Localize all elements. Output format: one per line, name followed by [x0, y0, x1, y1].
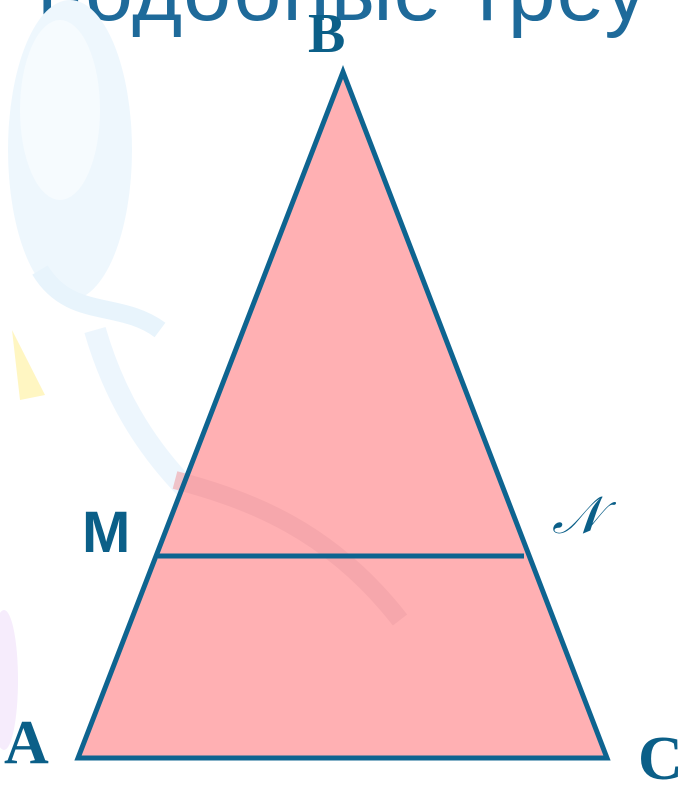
balloon-shape-2 — [0, 610, 18, 750]
triangle-abc — [78, 72, 607, 758]
triangle-outline — [74, 65, 611, 761]
vertex-label-c: C — [638, 725, 683, 793]
background-decoration — [0, 0, 403, 750]
vertex-label-b: B — [308, 3, 346, 65]
point-label-n: 𝒩 — [552, 486, 602, 546]
ribbon-shape — [12, 330, 45, 400]
balloon-highlight — [20, 20, 100, 200]
slide-title: подобные треу — [0, 0, 686, 34]
point-label-m: M — [82, 500, 131, 565]
vertex-label-a: A — [4, 709, 49, 777]
swirl-shape — [32, 264, 166, 338]
overlay-swirl — [172, 471, 408, 626]
